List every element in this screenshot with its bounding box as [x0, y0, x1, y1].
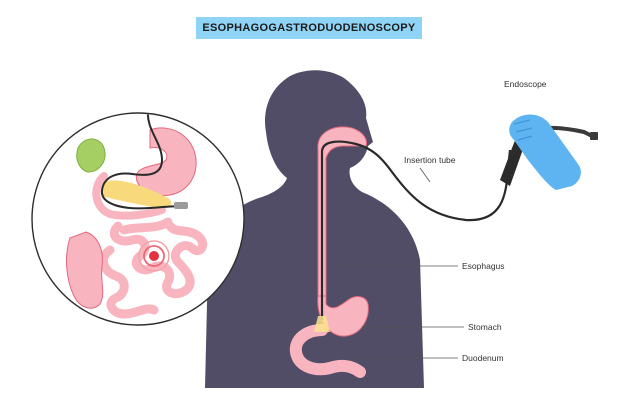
label-stomach: Stomach [468, 322, 502, 332]
body-silhouette [205, 70, 424, 388]
target-marker-icon [138, 240, 170, 272]
gloved-hand-icon [509, 114, 581, 190]
label-insertion-tube: Insertion tube [404, 155, 456, 165]
insertion-tube [320, 140, 512, 320]
leader-insertion-tube [419, 167, 431, 183]
title-banner: ESOPHAGOGASTRODUODENOSCOPY [196, 17, 422, 39]
magnifier-circle-icon [31, 112, 245, 326]
label-endoscope: Endoscope [504, 79, 547, 89]
scope-tip-light [314, 316, 330, 332]
label-esophagus: Esophagus [462, 261, 505, 271]
diagram-title: ESOPHAGOGASTRODUODENOSCOPY [202, 22, 416, 34]
label-duodenum: Duodenum [462, 353, 504, 363]
